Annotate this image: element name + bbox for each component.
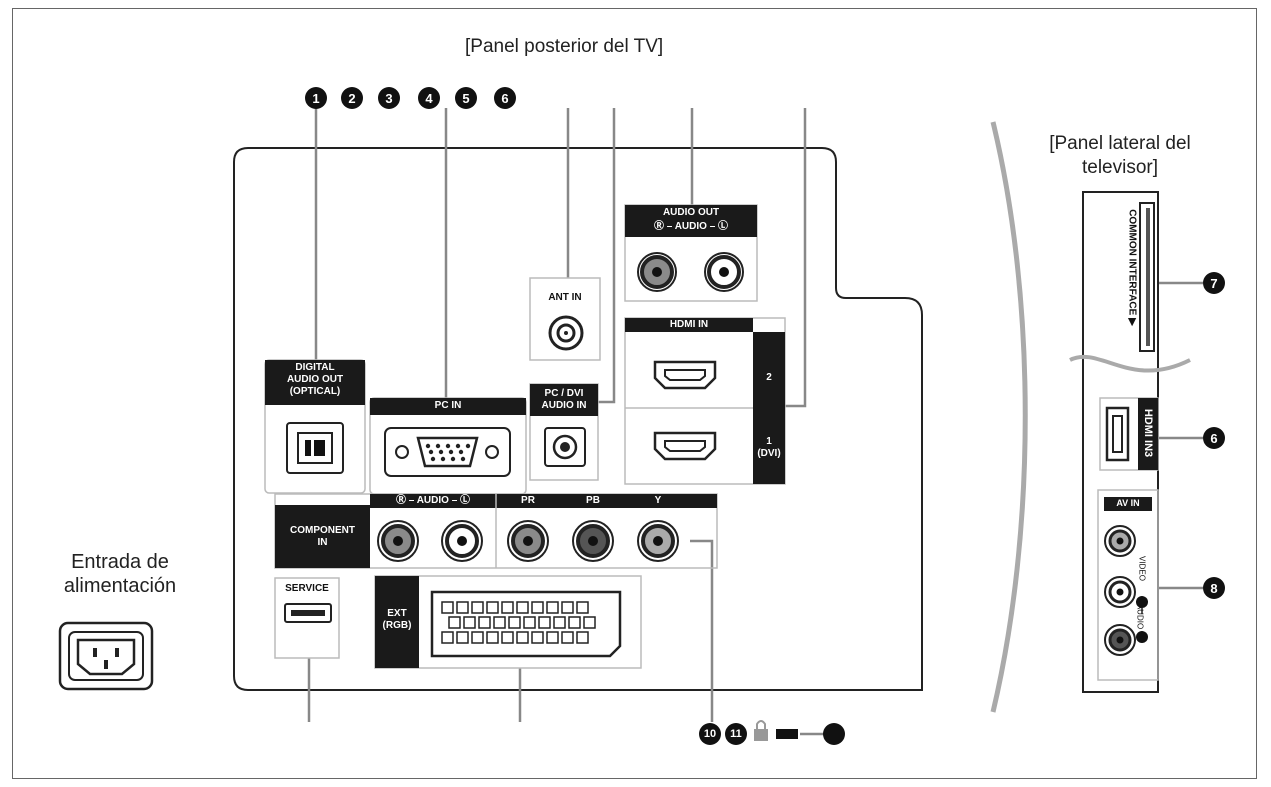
component-pr-label: PR (521, 495, 535, 506)
cable-lock-icon (823, 723, 845, 745)
callout-number: 2 (341, 87, 363, 109)
hdmi-1-label: 1 (DVI) (753, 436, 785, 460)
digital-audio-out-port (264, 359, 366, 494)
rear-panel-outline (233, 147, 923, 691)
label-line: 1 (766, 436, 772, 447)
hdmi-in3-port (1099, 397, 1159, 471)
callout-number: 8 (1203, 577, 1225, 599)
ext-rgb-port (374, 575, 642, 669)
common-interface-label: COMMON INTERFACE ▶ (1126, 209, 1138, 326)
component-audio-label: Ⓡ – AUDIO – Ⓛ (395, 495, 471, 506)
hdmi-in-label: HDMI IN (669, 319, 709, 330)
callout-number: 5 (455, 87, 477, 109)
hdmi-in-ports (624, 317, 786, 485)
leader-lines (307, 108, 1203, 736)
label-line: (RGB) (382, 620, 412, 631)
audio-out-port (624, 204, 758, 302)
label-line: EXT (387, 608, 407, 619)
audio-out-label: AUDIO OUT (662, 207, 720, 218)
label-line: (OPTICAL) (289, 386, 341, 397)
digital-audio-out-label: DIGITAL AUDIO OUT (OPTICAL) (265, 362, 365, 398)
audio-out-sublabel: Ⓡ – AUDIO – Ⓛ (653, 221, 729, 232)
callout-number: 11 (725, 723, 747, 745)
pc-dvi-audio-in-label: PC / DVI AUDIO IN (530, 388, 598, 412)
callout-number: 4 (418, 87, 440, 109)
power-input-label: Entrada de alimentación (45, 550, 195, 598)
av-in-label: AV IN (1116, 498, 1140, 508)
service-label: SERVICE (285, 583, 329, 594)
power-socket (58, 621, 154, 691)
pc-in-label: PC IN (434, 400, 462, 411)
common-interface-slot (1139, 202, 1155, 352)
service-port (274, 577, 340, 659)
ant-in-port (529, 277, 601, 361)
av-in-ports (1097, 489, 1159, 681)
component-pb-label: PB (586, 495, 600, 506)
side-panel-title: [Panel lateral del televisor] (1020, 132, 1220, 180)
label-line: AUDIO IN (541, 400, 587, 411)
callout-number: 6 (494, 87, 516, 109)
component-in-ports (274, 493, 718, 569)
label-line: PC / DVI (544, 388, 584, 399)
hdmi-2-label: 2 (766, 372, 772, 383)
side-panel-break (1069, 354, 1191, 373)
label-line: COMPONENT (290, 525, 355, 536)
panel-separator (990, 121, 1028, 713)
callout-number: 10 (699, 723, 721, 745)
ext-rgb-label: EXT (RGB) (375, 608, 419, 632)
diagram-frame (12, 8, 1257, 779)
side-panel-title-line1: [Panel lateral del (1049, 133, 1191, 154)
kensington-slot-icon (776, 729, 798, 739)
callout-number: 3 (378, 87, 400, 109)
component-y-label: Y (654, 495, 662, 506)
power-input-label-line1: Entrada de (71, 551, 169, 573)
video-label: VIDEO (1137, 556, 1147, 581)
label-line: DIGITAL (295, 362, 335, 373)
callout-number: 1 (305, 87, 327, 109)
hdmi-in3-label: HDMI IN3 (1142, 408, 1154, 458)
ant-in-label: ANT IN (548, 292, 582, 303)
pc-dvi-audio-in-port (529, 383, 599, 481)
power-input-label-line2: alimentación (63, 575, 177, 597)
label-line: (DVI) (757, 448, 781, 459)
rear-panel-title: [Panel posterior del TV] (465, 36, 664, 57)
side-panel-title-line2: televisor] (1081, 157, 1159, 178)
callout-number: 6 (1203, 427, 1225, 449)
component-in-label: COMPONENT IN (275, 525, 370, 549)
label-line: AUDIO OUT (286, 374, 344, 385)
label-line: IN (317, 537, 328, 548)
audio-side-label: AUDIO (1135, 603, 1145, 630)
lock-icon (754, 720, 768, 741)
pc-in-port (369, 397, 527, 495)
callout-number: 7 (1203, 272, 1225, 294)
